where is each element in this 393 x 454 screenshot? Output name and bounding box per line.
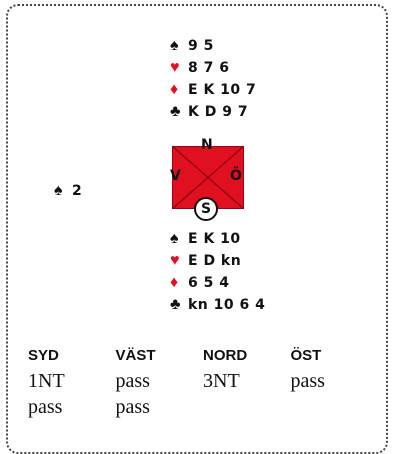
north-diamonds-cards: E K 10 7 [188, 82, 257, 98]
south-hearts-cards: E D kn [188, 253, 242, 269]
bid-cell: pass [290, 369, 325, 392]
compass-south: S [194, 197, 218, 221]
bid-cell: 3NT [203, 369, 240, 392]
heart-icon: ♥ [170, 59, 180, 76]
south-diamonds: ♦ 6 5 4 [170, 272, 265, 294]
bidding-header-vast: VÄST [115, 346, 156, 364]
bid-cell: pass [115, 395, 150, 418]
south-hearts: ♥ E D kn [170, 250, 265, 272]
spade-icon: ♠ [170, 37, 179, 54]
north-hand: ♠ 9 5 ♥ 8 7 6 ♦ E K 10 7 ♣ K D 9 7 [170, 35, 256, 123]
north-hearts: ♥ 8 7 6 [170, 57, 256, 79]
bidding-row: pass pass [28, 394, 378, 420]
bidding-header: SYD VÄST NORD ÖST [28, 342, 378, 368]
south-diamonds-cards: 6 5 4 [188, 275, 230, 291]
compass-east: Ö [230, 168, 242, 184]
bidding-header-syd: SYD [28, 346, 59, 364]
north-spades: ♠ 9 5 [170, 35, 256, 57]
spade-icon: ♠ [170, 230, 179, 247]
north-diamonds: ♦ E K 10 7 [170, 79, 256, 101]
south-clubs: ♣ kn 10 6 4 [170, 294, 265, 316]
bid-cell: pass [28, 395, 63, 418]
north-clubs: ♣ K D 9 7 [170, 101, 256, 123]
bid-cell: 1NT [28, 369, 65, 392]
compass-west: V [170, 168, 181, 184]
south-spades-cards: E K 10 [188, 231, 241, 247]
compass-diagonal-2 [172, 146, 244, 209]
club-icon: ♣ [170, 103, 181, 120]
south-spades: ♠ E K 10 [170, 228, 265, 250]
heart-icon: ♥ [170, 252, 180, 269]
diamond-icon: ♦ [170, 274, 179, 291]
west-hand: ♠2 [54, 180, 82, 202]
bidding-header-nord: NORD [203, 346, 248, 364]
bidding-header-ost: ÖST [290, 346, 322, 364]
west-spades-cards: 2 [72, 183, 83, 199]
north-clubs-cards: K D 9 7 [188, 104, 249, 120]
compass-north: N [201, 137, 213, 153]
club-icon: ♣ [170, 296, 181, 313]
west-spades: ♠2 [54, 180, 82, 202]
diamond-icon: ♦ [170, 81, 179, 98]
bidding-table: SYD VÄST NORD ÖST 1NT pass 3NT pass pass… [28, 342, 378, 420]
north-spades-cards: 9 5 [188, 38, 214, 54]
south-hand: ♠ E K 10 ♥ E D kn ♦ 6 5 4 ♣ kn 10 6 4 [170, 228, 265, 316]
spade-icon: ♠ [54, 182, 63, 199]
south-clubs-cards: kn 10 6 4 [188, 297, 266, 313]
north-hearts-cards: 8 7 6 [188, 60, 230, 76]
compass: N V Ö S [170, 137, 244, 221]
bid-cell: pass [115, 369, 150, 392]
bidding-row: 1NT pass 3NT pass [28, 368, 378, 394]
